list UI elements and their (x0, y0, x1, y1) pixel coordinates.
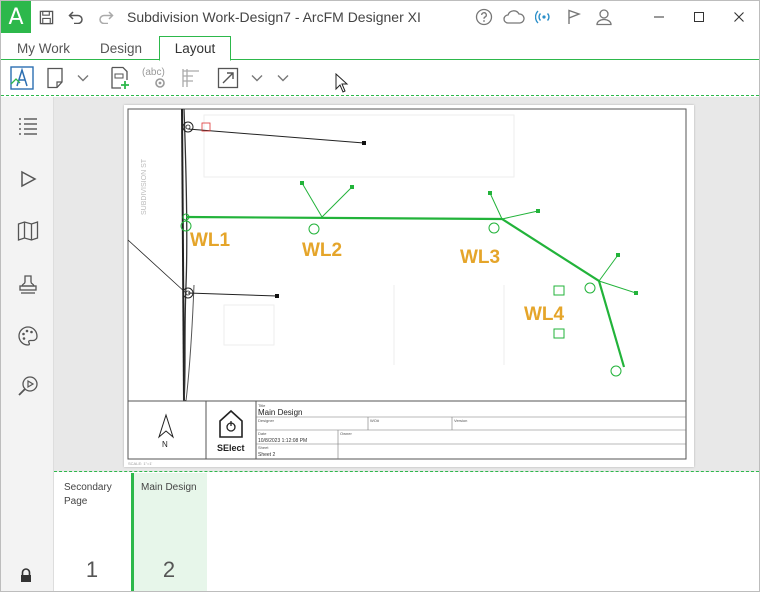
street-label: SUBDIVISION ST (141, 158, 148, 215)
version-caption: Version (454, 418, 467, 423)
svg-text:(abc): (abc) (142, 67, 165, 78)
help-icon[interactable] (469, 1, 499, 33)
minimize-icon[interactable] (639, 1, 679, 33)
logo-text: SElect (217, 443, 245, 453)
page-thumb-number: 1 (85, 557, 99, 582)
tab-my-work[interactable]: My Work (17, 41, 70, 56)
title-block[interactable]: N SElect Title Main Design Designer WO# … (127, 400, 687, 460)
scale-text: SCALE: 1"=1' (128, 461, 153, 466)
page-thumb-label: Secondary Page (64, 482, 112, 507)
lock-icon[interactable] (19, 568, 35, 584)
map-label-wl3[interactable]: WL3 (460, 247, 500, 268)
ribbon-tabs: My Work Design Layout (1, 33, 759, 61)
layout-canvas[interactable]: SUBDIVISION ST (54, 97, 759, 472)
wo-caption: WO# (370, 418, 380, 423)
palette-icon[interactable] (11, 319, 45, 353)
map-frame: SUBDIVISION ST (127, 108, 687, 466)
layout-toolbar: (abc) (1, 61, 759, 96)
service-wires (301, 182, 637, 294)
map-label-wl1[interactable]: WL1 (190, 230, 231, 251)
more-chevron-down-icon[interactable] (273, 65, 293, 91)
resize-dropdown-chevron-down-icon[interactable] (247, 65, 267, 91)
design-name: Main Design (258, 408, 302, 417)
map-label-wl2[interactable]: WL2 (302, 240, 342, 261)
map-label-wl4[interactable]: WL4 (524, 304, 565, 325)
save-icon[interactable] (31, 1, 61, 33)
page-thumb-main-design[interactable]: Main Design 2 (131, 473, 207, 591)
app-logo-icon[interactable]: A (1, 1, 31, 33)
owner-caption: Owner (340, 431, 352, 436)
table-icon[interactable] (179, 65, 203, 91)
page-icon[interactable] (43, 65, 67, 91)
sheet-caption: Sheet (258, 445, 269, 450)
cloud-icon[interactable] (499, 1, 529, 33)
title-bar-controls (469, 1, 759, 33)
page-thumb-secondary[interactable]: Secondary Page 1 (54, 473, 130, 591)
close-icon[interactable] (719, 1, 759, 33)
redo-icon[interactable] (91, 1, 121, 33)
tab-design[interactable]: Design (100, 41, 143, 56)
date-caption: Date (258, 431, 267, 436)
select-logo-icon (219, 409, 243, 438)
left-sidebar (1, 97, 54, 591)
resize-icon[interactable] (215, 65, 241, 91)
title-caption: Title (258, 403, 266, 408)
layout-page-sheet[interactable]: SUBDIVISION ST (124, 105, 694, 467)
design-date: 10/8/2023 1:12:08 PM (258, 438, 307, 444)
page-dropdown-chevron-down-icon[interactable] (73, 65, 93, 91)
sheet-number: Sheet 2 (258, 452, 275, 458)
north-letter: N (162, 440, 168, 449)
map-layout-icon[interactable] (7, 65, 37, 91)
flag-icon[interactable] (559, 1, 589, 33)
signal-icon[interactable] (529, 1, 559, 33)
page-thumbnails: Secondary Page 1 Main Design 2 (54, 473, 759, 591)
page-thumb-label: Main Design (141, 482, 197, 493)
map-icon[interactable] (11, 214, 45, 248)
undo-icon[interactable] (61, 1, 91, 33)
tab-layout[interactable]: Layout (159, 36, 231, 61)
user-icon[interactable] (589, 1, 619, 33)
play-icon[interactable] (11, 162, 45, 196)
zoom-play-icon[interactable] (11, 369, 45, 403)
parcel-lines (203, 114, 515, 365)
title-bar: A Subdivision Work-Design7 - ArcFM Desig… (1, 1, 759, 33)
window-title: Subdivision Work-Design7 - ArcFM Designe… (127, 9, 421, 25)
road-line (181, 108, 185, 402)
app-logo-glyph: A (8, 4, 24, 30)
stamp-icon[interactable] (11, 267, 45, 301)
text-settings-icon[interactable]: (abc) (141, 65, 169, 91)
list-icon[interactable] (11, 109, 45, 143)
mouse-cursor-icon (335, 72, 349, 98)
north-arrow-icon (157, 413, 175, 439)
primary-wire (185, 215, 626, 368)
maximize-icon[interactable] (679, 1, 719, 33)
designer-caption: Designer (258, 418, 275, 423)
add-page-icon[interactable] (107, 65, 133, 91)
page-thumb-number: 2 (162, 557, 176, 582)
